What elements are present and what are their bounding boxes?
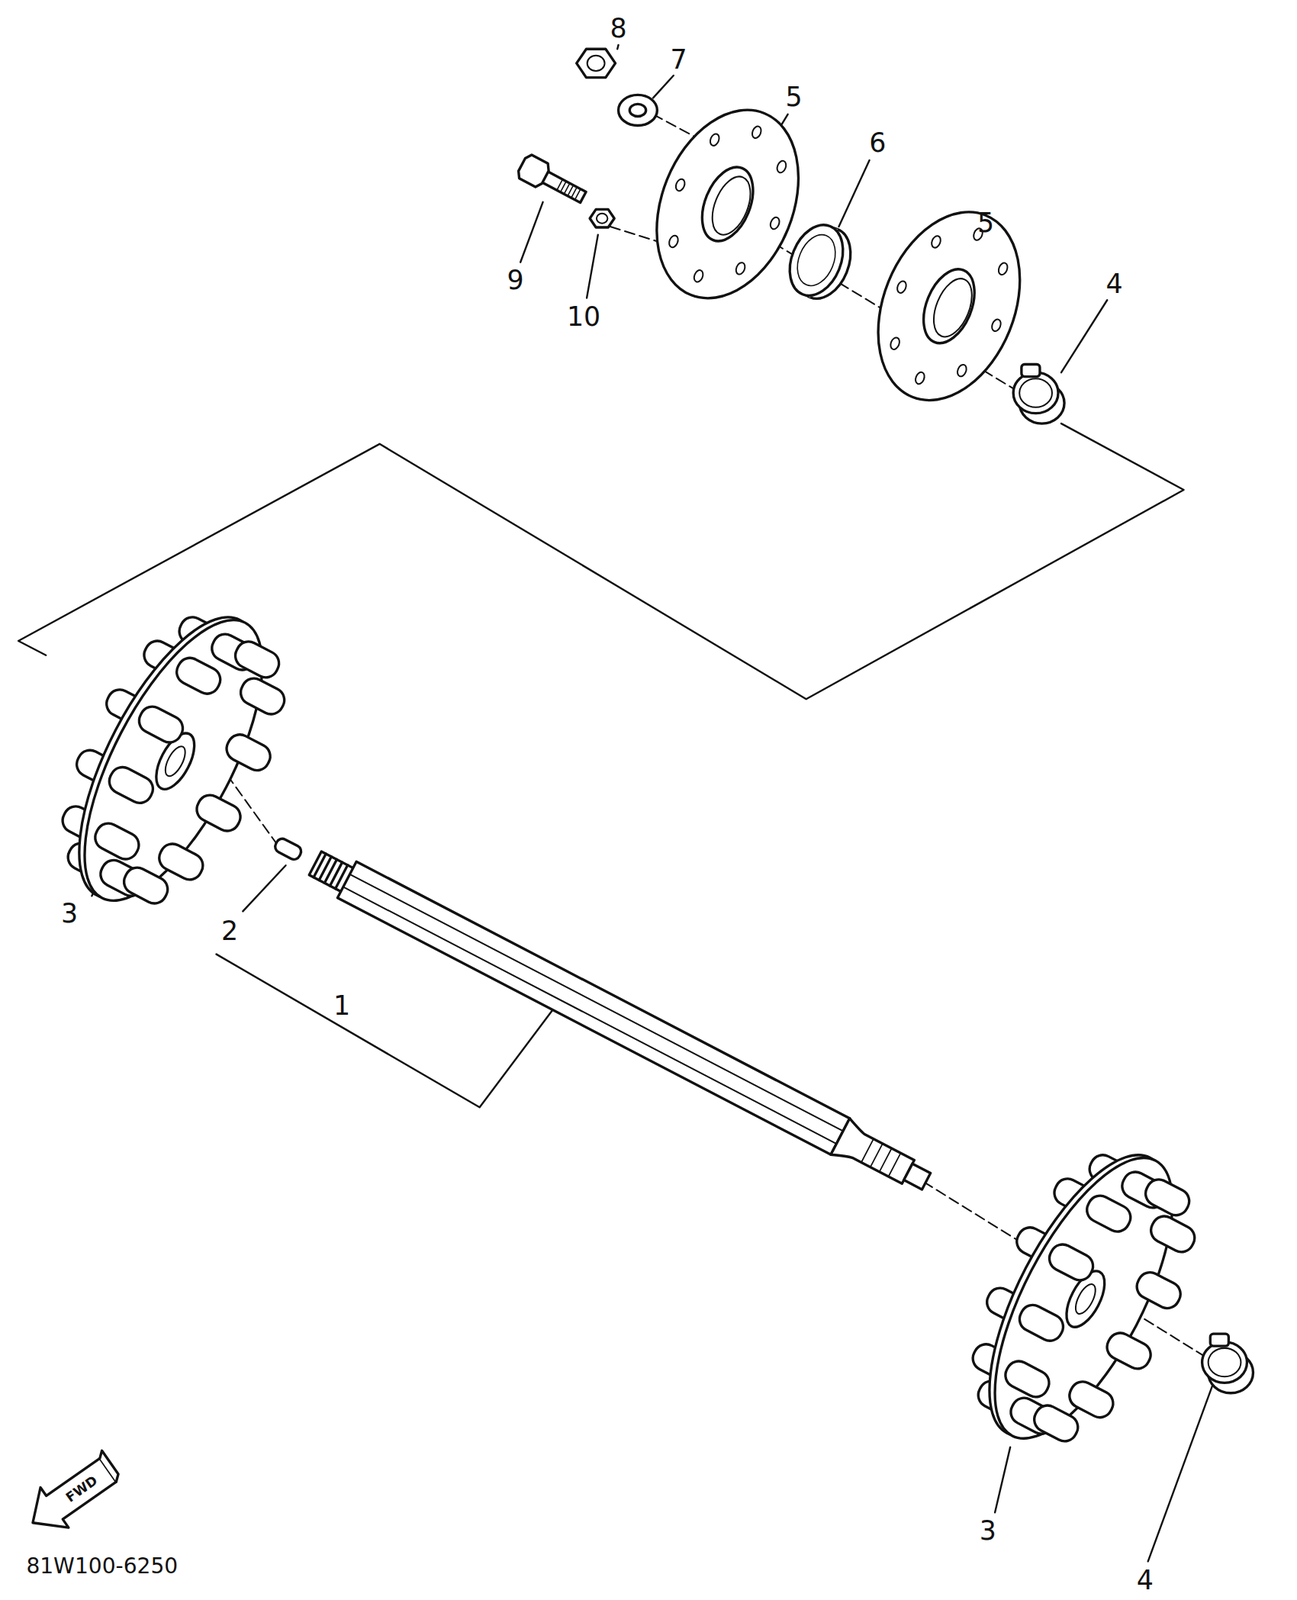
washer — [618, 94, 658, 126]
callout-number: 10 — [566, 302, 601, 330]
callout-number: 5 — [785, 83, 803, 111]
sprocket — [935, 1119, 1233, 1476]
assembly-lines — [18, 45, 1213, 1562]
nut — [576, 48, 616, 78]
nut-hole — [587, 55, 606, 71]
hose-clamp — [1202, 1333, 1254, 1394]
callout-number: 3 — [61, 900, 78, 927]
direction-arrow — [19, 1446, 128, 1543]
callout-number: 1 — [333, 991, 351, 1019]
washer-hole — [629, 103, 646, 116]
diagram-code: 81W100-6250 — [25, 1555, 178, 1577]
callout-number: 8 — [609, 15, 627, 42]
callout-number: 9 — [506, 266, 524, 293]
callout-number: 6 — [868, 129, 886, 157]
callout-number: 4 — [1136, 1566, 1154, 1594]
bolt — [515, 152, 590, 209]
center-lines — [209, 114, 1214, 1363]
callout-number: 3 — [979, 1517, 997, 1545]
bearing-housing-parts — [515, 48, 1254, 1394]
callout-number: 7 — [669, 45, 687, 73]
nut-hole — [596, 213, 608, 224]
callout-number: 5 — [977, 209, 995, 236]
callout-number: 2 — [221, 917, 239, 944]
sprockets — [25, 582, 1233, 1477]
nut — [589, 209, 615, 228]
drive-shaft — [267, 824, 937, 1200]
hose-clamp — [1013, 363, 1065, 424]
callout-number: 4 — [1106, 270, 1124, 297]
bearing — [779, 216, 861, 306]
sprocket — [25, 582, 323, 939]
